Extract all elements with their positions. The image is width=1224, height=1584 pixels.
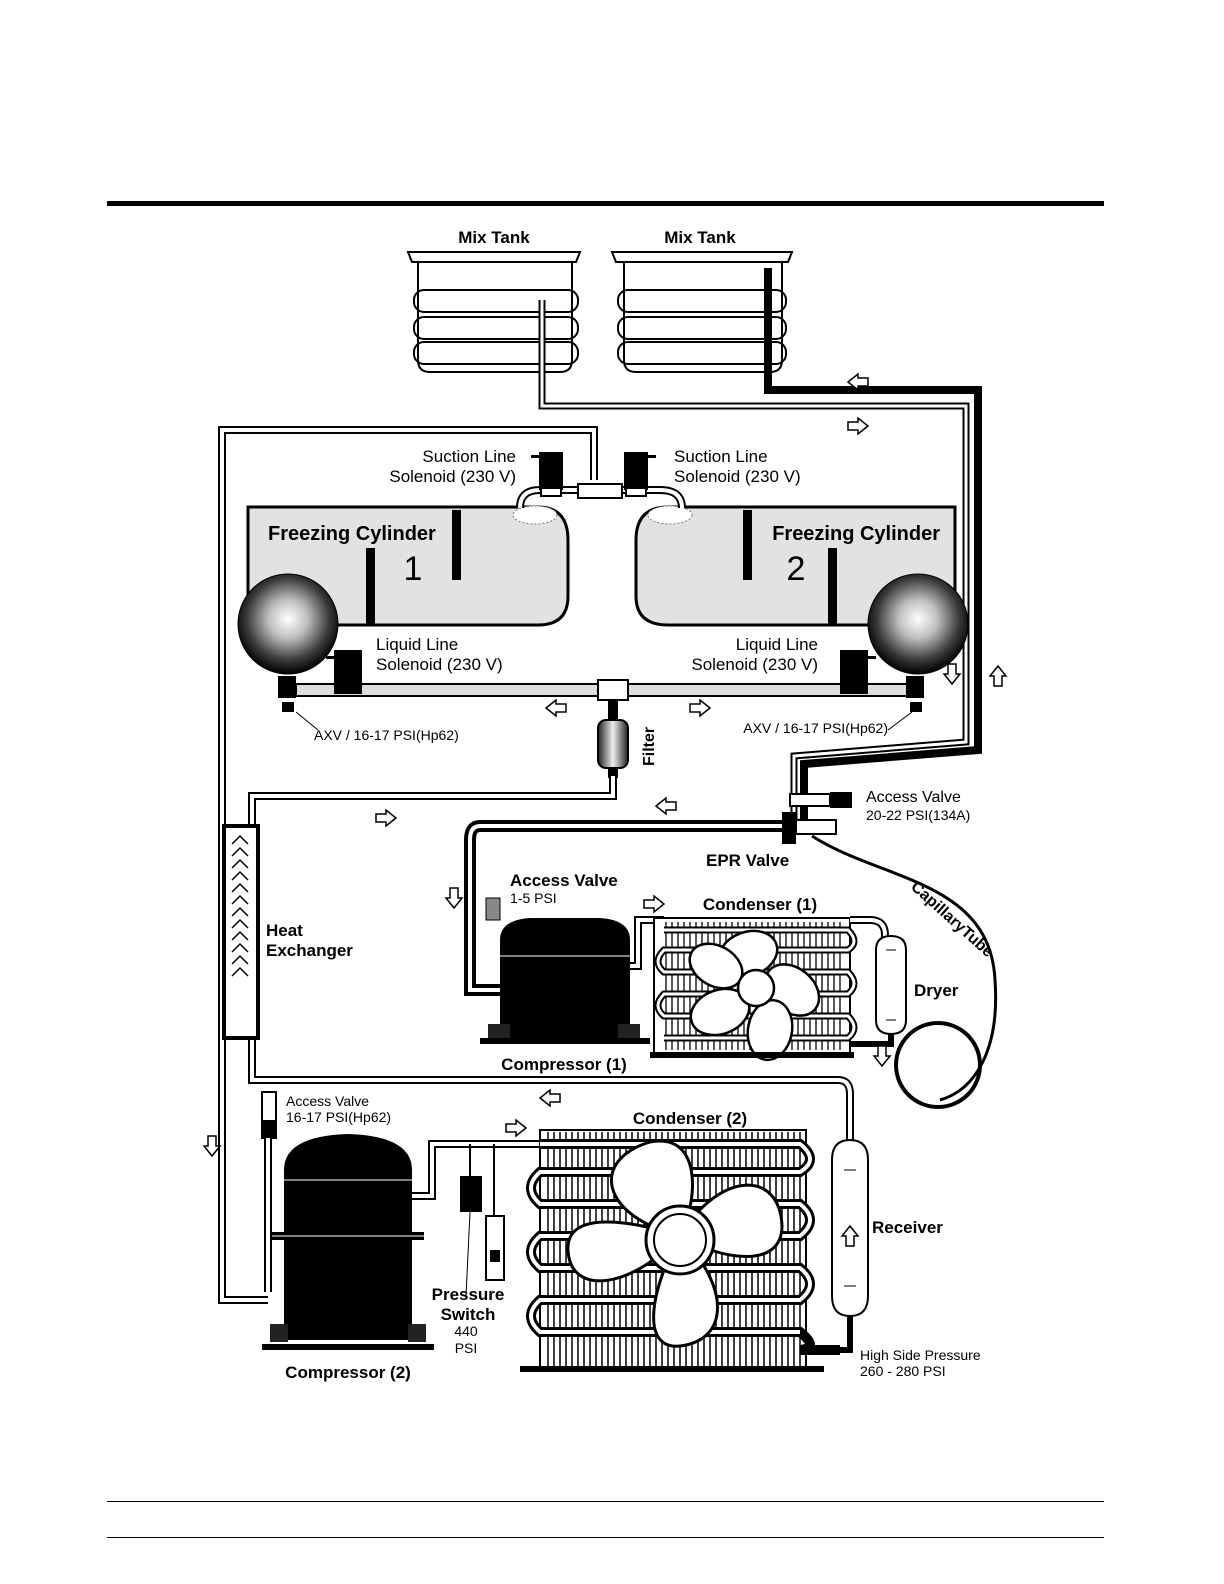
- flow-arrow-down-icon: [204, 1136, 220, 1156]
- epr-valve-label: EPR Valve: [706, 851, 789, 870]
- access-valve-top: [790, 792, 852, 808]
- condenser-1: [650, 918, 854, 1063]
- access-valve-top-label-line2: 20-22 PSI(134A): [866, 807, 970, 823]
- compressor-2-label: Compressor (2): [285, 1363, 411, 1382]
- suction-solenoid-right-label-line2: Solenoid (230 V): [674, 467, 801, 486]
- access-valve-low-label-line1: Access Valve: [286, 1093, 369, 1109]
- high-side-pressure-label-line1: High Side Pressure: [860, 1347, 981, 1363]
- mix-tank-left-label: Mix Tank: [458, 228, 530, 247]
- flow-arrow-up-icon: [990, 666, 1006, 686]
- flow-arrow-down-icon: [446, 888, 462, 908]
- cylinder-1-dispenser-ball: [238, 574, 338, 674]
- compressor-2: [262, 1092, 434, 1350]
- access-valve-mid-label-line2: 1-5 PSI: [510, 890, 557, 906]
- flow-arrow-right-icon: [848, 418, 868, 434]
- receiver: [820, 1140, 868, 1350]
- axv-valve-right: [906, 676, 924, 712]
- suction-solenoid-right-label-line1: Suction Line: [674, 447, 768, 466]
- access-valve-mid-label-line1: Access Valve: [510, 871, 618, 890]
- heat-exchanger-label-line1: Heat: [266, 921, 303, 940]
- pressure-switch-label-line1: Pressure: [432, 1285, 505, 1304]
- pressure-switch: [460, 1144, 504, 1296]
- flow-arrow-right-icon: [376, 810, 396, 826]
- capillary-tube-coil: [896, 1023, 980, 1107]
- flow-arrow-down-icon: [874, 1046, 890, 1066]
- capillary-tube-label: CapillaryTube: [907, 878, 996, 961]
- axv-valve-left: [278, 676, 296, 712]
- mix-tank-right-label: Mix Tank: [664, 228, 736, 247]
- high-side-pressure-label-line2: 260 - 280 PSI: [860, 1363, 946, 1379]
- freezing-cylinder-2-number: 2: [787, 550, 806, 588]
- liquid-line-manifold: [296, 680, 916, 700]
- compressor-1: [480, 898, 650, 1044]
- freezing-cylinder-2-label: Freezing Cylinder: [772, 523, 940, 545]
- pressure-switch-label-line4: PSI: [455, 1340, 478, 1356]
- liquid-solenoid-left-label-line2: Solenoid (230 V): [376, 655, 503, 674]
- condenser-2-label: Condenser (2): [633, 1109, 747, 1128]
- flow-arrow-right-icon: [506, 1120, 526, 1136]
- heat-exchanger-label-line2: Exchanger: [266, 941, 353, 960]
- pressure-switch-label-line3: 440: [454, 1323, 478, 1339]
- pressure-switch-label-line2: Switch: [441, 1305, 496, 1324]
- suction-solenoid-left-label-line1: Suction Line: [422, 447, 516, 466]
- flow-arrow-left-icon: [540, 1090, 560, 1106]
- dryer-label: Dryer: [914, 981, 959, 1000]
- filter-label: Filter: [641, 727, 658, 766]
- liquid-solenoid-right-label-line1: Liquid Line: [736, 635, 818, 654]
- compressor-1-label: Compressor (1): [501, 1055, 627, 1074]
- access-valve-top-label-line1: Access Valve: [866, 789, 961, 806]
- flow-arrow-down-icon: [944, 664, 960, 684]
- flow-arrow-right-icon: [690, 700, 710, 716]
- receiver-label: Receiver: [872, 1218, 943, 1237]
- suction-solenoid-left-label-line2: Solenoid (230 V): [389, 467, 516, 486]
- liquid-solenoid-right-label-line2: Solenoid (230 V): [691, 655, 818, 674]
- liquid-solenoid-left-label-line1: Liquid Line: [376, 635, 458, 654]
- freezing-cylinder-1-label: Freezing Cylinder: [268, 523, 436, 545]
- access-valve-low-label-line2: 16-17 PSI(Hp62): [286, 1109, 391, 1125]
- epr-valve: [782, 812, 836, 844]
- flow-arrow-left-icon: [546, 700, 566, 716]
- flow-arrow-left-icon: [656, 798, 676, 814]
- cylinder-2-dispenser-ball: [868, 574, 968, 674]
- dryer: [850, 920, 906, 1044]
- axv-right-label: AXV / 16-17 PSI(Hp62): [743, 720, 888, 736]
- heat-exchanger: [224, 826, 258, 1038]
- freezing-cylinder-1-number: 1: [404, 550, 423, 588]
- filter: [598, 700, 628, 778]
- flow-arrow-right-icon: [644, 896, 664, 912]
- axv-left-label: AXV / 16-17 PSI(Hp62): [314, 727, 459, 743]
- condenser-2: [520, 1130, 840, 1372]
- condenser-1-label: Condenser (1): [703, 895, 817, 914]
- axv-right-leader: [888, 712, 912, 730]
- mix-tank-left: [408, 252, 580, 372]
